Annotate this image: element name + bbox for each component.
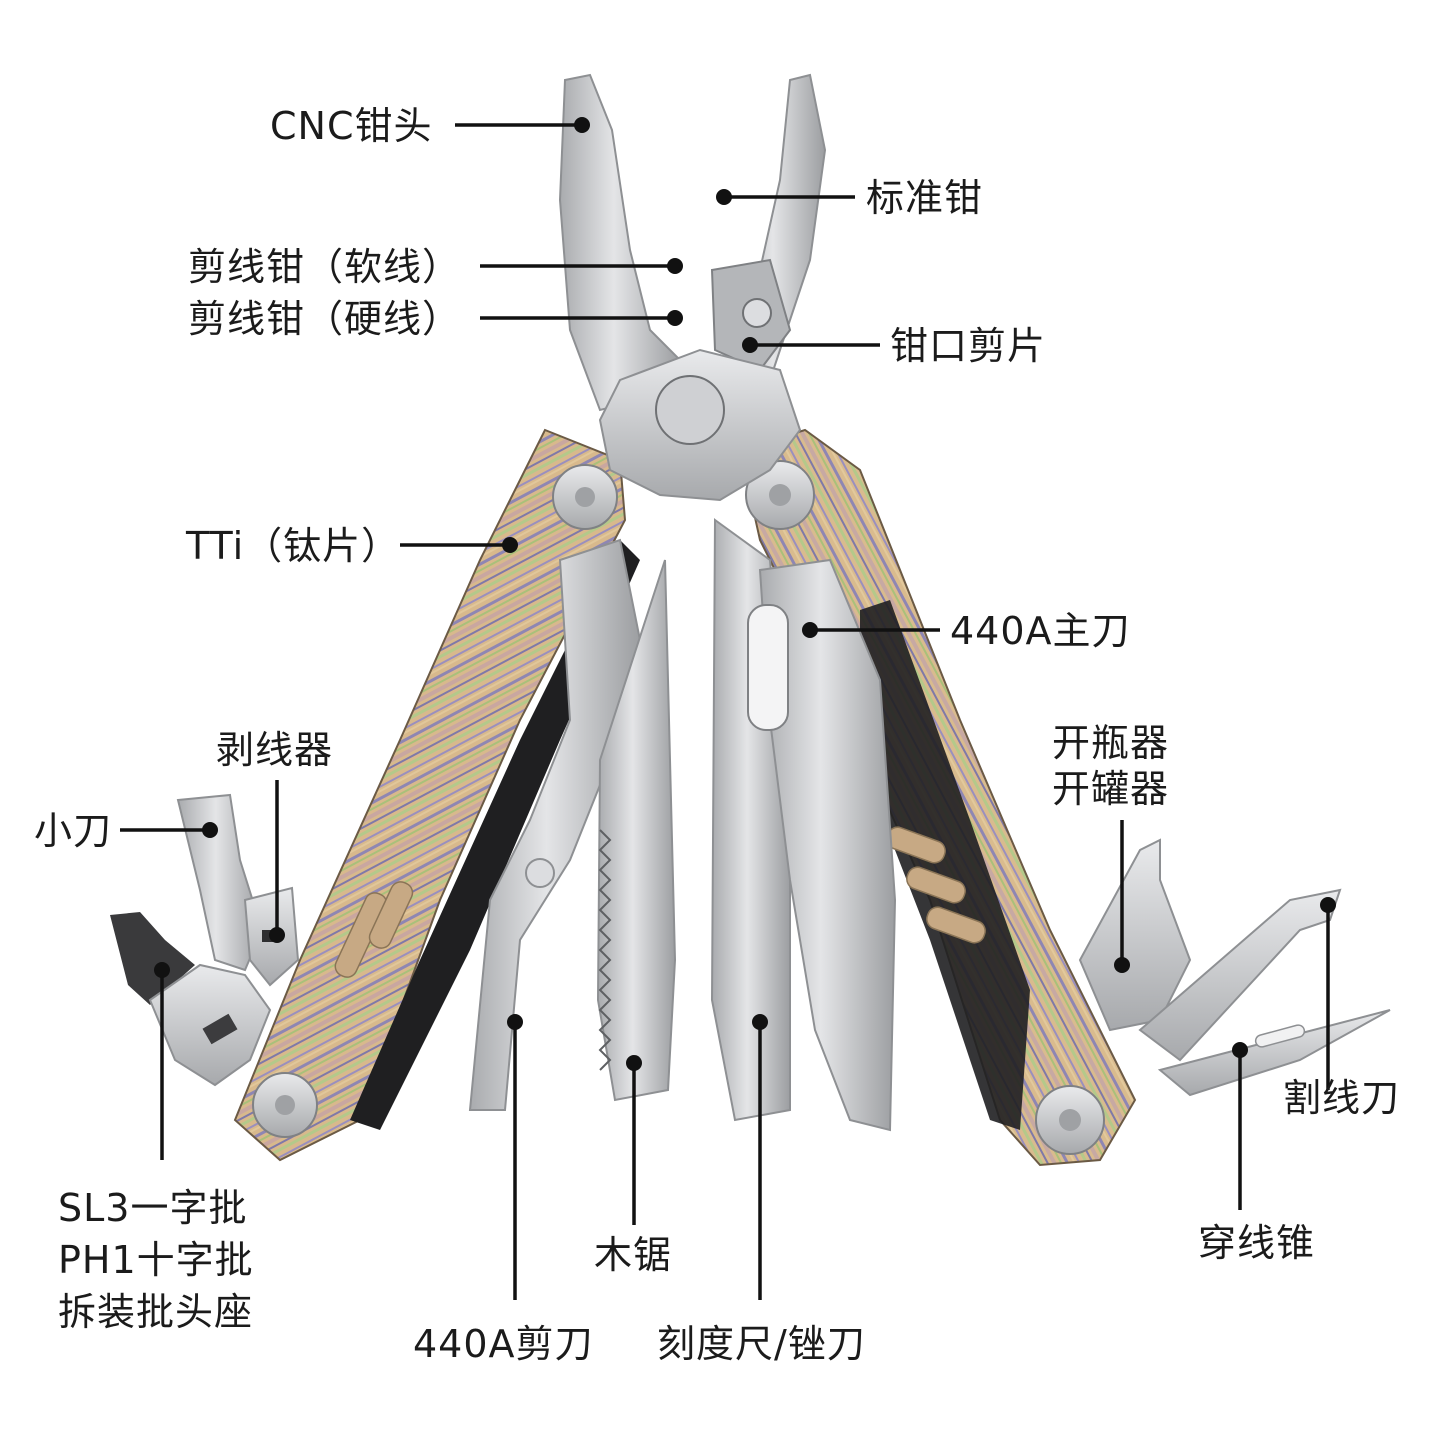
bit-holder xyxy=(110,912,272,1087)
label-wire-cutter-blade: 割线刀 xyxy=(1283,1076,1401,1120)
label-can-opener: 开罐器 xyxy=(1052,767,1170,811)
label-scissors: 440A剪刀 xyxy=(413,1322,594,1366)
label-bit-sl3: SL3一字批 xyxy=(58,1186,248,1230)
multitool xyxy=(110,73,1391,1167)
pliers-head xyxy=(558,73,827,502)
label-ruler-file: 刻度尺/锉刀 xyxy=(657,1322,866,1366)
leader-lines xyxy=(120,117,1336,1300)
label-wire-cutter-hard: 剪线钳（硬线） xyxy=(188,297,462,341)
label-awl: 穿线锥 xyxy=(1198,1221,1316,1265)
label-wire-stripper: 剥线器 xyxy=(216,728,334,772)
label-wire-cutter-soft: 剪线钳（软线） xyxy=(188,245,462,289)
cutting-hook-blade xyxy=(1138,888,1342,1062)
label-standard-pliers: 标准钳 xyxy=(866,176,984,220)
label-bottle-opener: 开瓶器 xyxy=(1052,721,1170,765)
label-cnc-head: CNC钳头 xyxy=(270,104,433,148)
label-small-knife: 小刀 xyxy=(34,809,113,853)
label-bit-ph1: PH1十字批 xyxy=(58,1238,254,1282)
label-bit-holder: 拆装批头座 xyxy=(58,1290,254,1334)
label-cutter-insert: 钳口剪片 xyxy=(890,324,1047,368)
wood-saw xyxy=(596,559,677,1102)
label-tti-plate: TTi（钛片） xyxy=(186,524,401,568)
label-wood-saw: 木锯 xyxy=(594,1233,673,1277)
opener xyxy=(1078,838,1192,1032)
main-blade xyxy=(747,558,897,1132)
awl xyxy=(1157,1009,1391,1097)
label-main-blade: 440A主刀 xyxy=(950,609,1131,653)
